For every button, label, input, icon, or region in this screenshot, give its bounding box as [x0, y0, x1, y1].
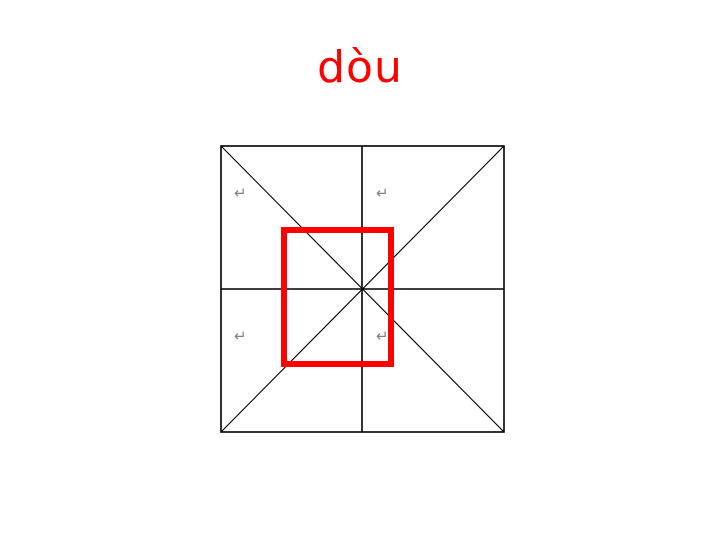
- paragraph-return-icon: ↵: [376, 327, 389, 345]
- pinyin-label: dòu: [317, 42, 403, 93]
- grid-diagonal-ascending: [220, 145, 505, 433]
- paragraph-return-icon: ↵: [376, 184, 389, 202]
- red-highlight-box: [281, 227, 394, 367]
- paragraph-return-icon: ↵: [234, 184, 247, 202]
- paragraph-return-icon: ↵: [234, 327, 247, 345]
